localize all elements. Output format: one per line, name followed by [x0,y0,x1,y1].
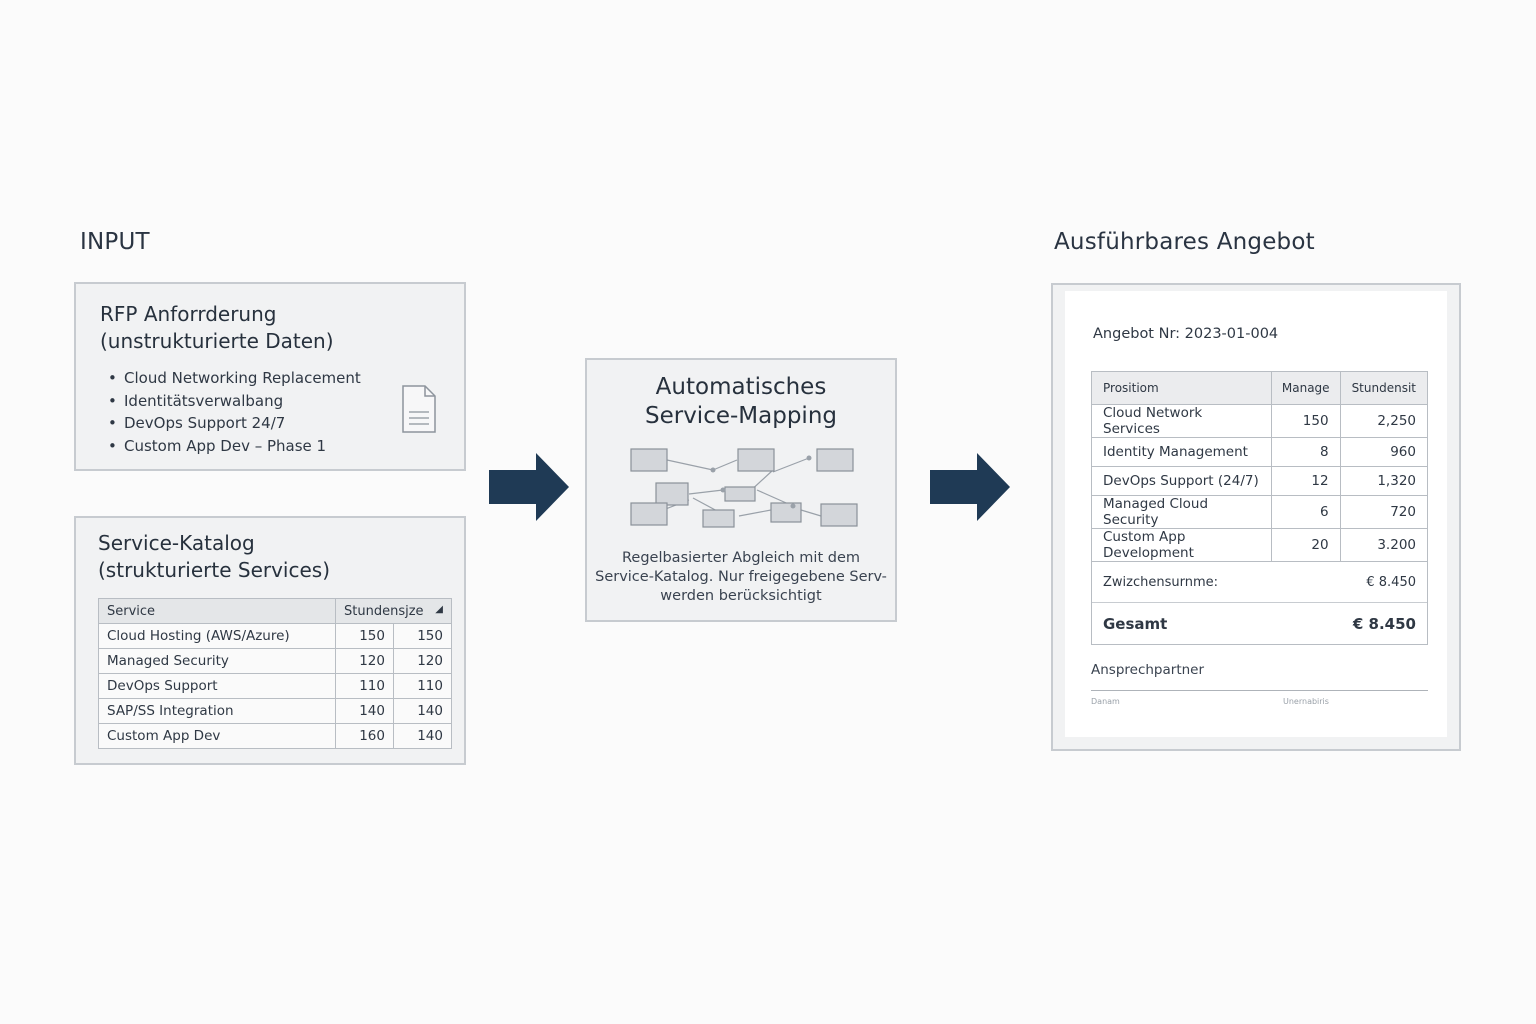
table-row: Custom App Dev 160 140 [98,723,453,749]
catalog-subtitle: (strukturierte Services) [98,558,331,582]
offer-cell-qty: 8 [1270,437,1341,467]
catalog-cell-rate: 120 [335,648,394,674]
offer-header-rate: Stundensit [1339,371,1429,405]
signature-left: Danam [1091,697,1120,706]
catalog-title: Service-Katalog [98,531,255,555]
total-value: € 8.450 [1352,614,1416,633]
catalog-cell-rate: 160 [335,723,394,749]
rfp-card: RFP Anforrderung (unstrukturierte Daten)… [74,282,466,471]
table-row: Cloud Network Services 150 2,250 [1091,404,1429,438]
catalog-cell-rate: 140 [335,698,394,724]
mapping-desc-line2: Service-Katalog. Nur freigegebene Serv- [595,569,887,585]
sort-icon[interactable]: ◢ [435,603,443,615]
subtotal-label: Zwizchensurnme: [1103,574,1219,590]
rfp-item: DevOps Support 24/7 [100,412,361,435]
offer-number: Angebot Nr: 2023-01-004 [1093,326,1279,342]
rfp-title: RFP Anforrderung [100,302,277,326]
catalog-table: Service Stundensjze ◢ Cloud Hosting (AWS… [98,598,453,749]
total-row: Gesamt € 8.450 [1091,602,1428,645]
table-row: Managed Security 120 120 [98,648,453,674]
offer-cell-position: Custom App Development [1091,528,1272,562]
table-row: Cloud Hosting (AWS/Azure) 150 150 [98,623,453,649]
offer-cell-amount: 1,320 [1339,466,1429,496]
signature-line [1091,690,1428,691]
offer-header-position: Prositiom [1091,371,1272,405]
catalog-cell-service: Managed Security [98,648,336,674]
mapping-subtitle: Service-Mapping [644,403,837,429]
table-row: DevOps Support (24/7) 12 1,320 [1091,466,1429,496]
flow-arrow-right-icon [489,453,569,521]
subtotal-cell: Zwizchensurnme: € 8.450 [1091,561,1428,603]
mapping-card: Automatisches Service-Mapping [585,358,897,622]
table-row: Identity Management 8 960 [1091,437,1429,467]
mapping-network-icon [630,448,858,528]
catalog-cell-service: Cloud Hosting (AWS/Azure) [98,623,336,649]
mapping-desc-line1: Regelbasierter Abgleich mit dem [621,550,860,566]
offer-cell-amount: 960 [1339,437,1429,467]
catalog-header-rate-label: Stundensjze [344,603,424,619]
subtotal-value: € 8.450 [1366,574,1416,590]
catalog-header-rate[interactable]: Stundensjze ◢ [335,598,452,624]
rfp-subtitle: (unstrukturierte Daten) [100,329,334,353]
offer-cell-qty: 20 [1270,528,1341,562]
offer-cell-amount: 2,250 [1339,404,1429,438]
catalog-cell-rate: 140 [392,698,453,724]
total-cell: Gesamt € 8.450 [1091,602,1428,645]
total-label: Gesamt [1103,614,1168,633]
catalog-cell-rate: 140 [392,723,453,749]
offer-cell-position: DevOps Support (24/7) [1091,466,1272,496]
offer-cell-qty: 12 [1270,466,1341,496]
catalog-cell-service: DevOps Support [98,673,336,699]
offer-header-qty: Manage [1270,371,1341,405]
offer-cell-amount: 3.200 [1339,528,1429,562]
subtotal-row: Zwizchensurnme: € 8.450 [1091,561,1428,603]
offer-frame: Angebot Nr: 2023-01-004 Prositiom Manage… [1051,283,1461,751]
mapping-desc-line3: werden berücksichtigt [660,588,822,604]
catalog-cell-rate: 110 [392,673,453,699]
catalog-card: Service-Katalog (strukturierte Services)… [74,516,466,765]
offer-header-row: Prositiom Manage Stundensit [1091,371,1429,405]
input-heading: INPUT [80,229,150,255]
catalog-cell-rate: 150 [335,623,394,649]
catalog-cell-rate: 120 [392,648,453,674]
output-heading: Ausführbares Angebot [1054,229,1315,255]
catalog-cell-rate: 110 [335,673,394,699]
contact-label: Ansprechpartner [1091,662,1205,678]
offer-cell-position: Identity Management [1091,437,1272,467]
rfp-item: Custom App Dev – Phase 1 [100,435,361,458]
document-icon [402,385,436,433]
table-row: Custom App Development 20 3.200 [1091,528,1429,562]
offer-cell-qty: 6 [1270,495,1341,529]
catalog-cell-service: Custom App Dev [98,723,336,749]
offer-sheet: Angebot Nr: 2023-01-004 Prositiom Manage… [1065,291,1447,737]
offer-cell-amount: 720 [1339,495,1429,529]
flow-arrow-right-icon [930,453,1010,521]
table-row: SAP/SS Integration 140 140 [98,698,453,724]
catalog-cell-service: SAP/SS Integration [98,698,336,724]
table-row: DevOps Support 110 110 [98,673,453,699]
rfp-item: Cloud Networking Replacement [100,367,361,390]
rfp-item: Identitätsverwalbang [100,390,361,413]
catalog-cell-rate: 150 [392,623,453,649]
catalog-header-row: Service Stundensjze ◢ [98,598,452,624]
offer-cell-position: Cloud Network Services [1091,404,1272,438]
mapping-title: Automatisches [655,374,827,400]
catalog-header-service: Service [98,598,336,624]
offer-table: Prositiom Manage Stundensit Cloud Networ… [1091,371,1429,645]
offer-cell-qty: 150 [1270,404,1341,438]
signature-right: Unernabiris [1283,697,1329,706]
table-row: Managed Cloud Security 6 720 [1091,495,1429,529]
offer-cell-position: Managed Cloud Security [1091,495,1272,529]
rfp-list: Cloud Networking Replacement Identitätsv… [100,367,361,457]
